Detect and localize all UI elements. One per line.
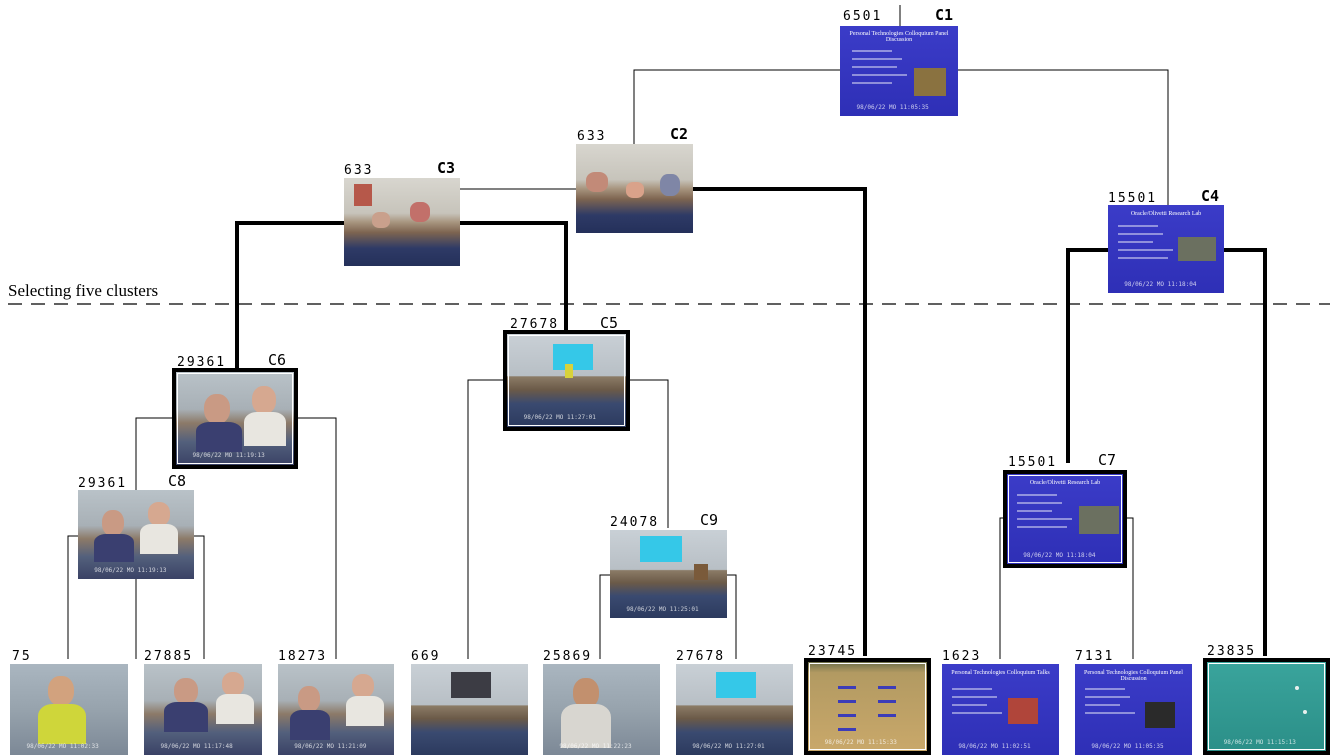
c1-slide-title: Personal Technologies Colloquium Panel D… (849, 31, 949, 43)
c9-keyframe-thumbnail[interactable]: 98/06/22 MO 11:25:01 (610, 530, 727, 618)
c2-keyframe-thumbnail[interactable] (576, 144, 693, 233)
leaf-2-frame-count: 27885 (144, 649, 194, 664)
c4-keyframe-thumbnail[interactable]: Oracle/Olivetti Research Lab 98/06/22 MO… (1108, 205, 1224, 293)
c7-frame-count: 15501 (1008, 455, 1058, 470)
leaf-3-timestamp: 98/06/22 MO 11:21:09 (294, 742, 367, 750)
leaf-9-frame-count: 7131 (1075, 649, 1115, 664)
c4-timestamp: 98/06/22 MO 11:18:04 (1124, 280, 1197, 288)
leaf-2-timestamp: 98/06/22 MO 11:17:48 (160, 742, 233, 750)
leaf-8-keyframe-thumbnail[interactable]: Personal Technologies Colloquium Talks 9… (942, 664, 1059, 755)
c6-label: C6 (268, 351, 287, 369)
leaf-10-timestamp: 98/06/22 MO 11:15:13 (1223, 738, 1296, 746)
leaf-7-timestamp: 98/06/22 MO 11:15:33 (824, 738, 897, 746)
leaf-4-keyframe-thumbnail[interactable] (411, 664, 528, 755)
leaf-6-keyframe-thumbnail[interactable]: 98/06/22 MO 11:27:01 (676, 664, 793, 755)
c8-keyframe-thumbnail[interactable]: 98/06/22 MO 11:19:13 (78, 490, 194, 579)
leaf-5-keyframe-thumbnail[interactable]: 98/06/22 MO 11:22:23 (543, 664, 660, 755)
c4-label: C4 (1201, 187, 1220, 205)
c8-timestamp: 98/06/22 MO 11:19:13 (94, 566, 167, 574)
leaf-10-frame-count: 23835 (1207, 644, 1257, 659)
leaf-1-frame-count: 75 (12, 649, 32, 664)
c1-label: C1 (935, 6, 954, 24)
leaf-1-timestamp: 98/06/22 MO 11:02:33 (26, 742, 99, 750)
leaf-7-frame-count: 23745 (808, 644, 858, 659)
c7-label: C7 (1098, 451, 1117, 469)
c4-slide-title: Oracle/Olivetti Research Lab (1130, 211, 1202, 217)
c9-frame-count: 24078 (610, 515, 660, 530)
leaf-6-frame-count: 27678 (676, 649, 726, 664)
leaf-8-frame-count: 1623 (942, 649, 982, 664)
leaf-4-frame-count: 669 (411, 649, 441, 664)
c1-frame-count: 6501 (843, 9, 883, 24)
leaf-9-slide-title: Personal Technologies Colloquium Panel D… (1084, 670, 1183, 682)
leaf-1-keyframe-thumbnail[interactable]: 98/06/22 MO 11:02:33 (10, 664, 128, 755)
c2-label: C2 (670, 125, 689, 143)
leaf-5-timestamp: 98/06/22 MO 11:22:23 (559, 742, 632, 750)
c5-frame-count: 27678 (510, 317, 560, 332)
c6-frame-count: 29361 (177, 355, 227, 370)
c5-label: C5 (600, 314, 619, 332)
c7-keyframe-thumbnail[interactable]: Oracle/Olivetti Research Lab 98/06/22 MO… (1003, 470, 1127, 568)
c3-frame-count: 633 (344, 163, 374, 178)
c3-keyframe-thumbnail[interactable] (344, 178, 460, 266)
c2-frame-count: 633 (577, 129, 607, 144)
leaf-6-timestamp: 98/06/22 MO 11:27:01 (692, 742, 765, 750)
c4-frame-count: 15501 (1108, 191, 1158, 206)
leaf-7-keyframe-thumbnail[interactable]: 98/06/22 MO 11:15:33 (804, 658, 931, 755)
c8-label: C8 (168, 472, 187, 490)
leaf-2-keyframe-thumbnail[interactable]: 98/06/22 MO 11:17:48 (144, 664, 262, 755)
c6-keyframe-thumbnail[interactable]: 98/06/22 MO 11:19:13 (172, 368, 298, 469)
c7-timestamp: 98/06/22 MO 11:18:04 (1023, 551, 1096, 559)
leaf-8-slide-title: Personal Technologies Colloquium Talks (951, 670, 1050, 676)
leaf-9-keyframe-thumbnail[interactable]: Personal Technologies Colloquium Panel D… (1075, 664, 1192, 755)
c3-label: C3 (437, 159, 456, 177)
c9-label: C9 (700, 511, 719, 529)
selection-annotation: Selecting five clusters (8, 281, 159, 300)
leaf-3-keyframe-thumbnail[interactable]: 98/06/22 MO 11:21:09 (278, 664, 394, 755)
leaf-3-frame-count: 18273 (278, 649, 328, 664)
c9-timestamp: 98/06/22 MO 11:25:01 (626, 605, 699, 613)
c1-keyframe-thumbnail[interactable]: Personal Technologies Colloquium Panel D… (840, 26, 958, 116)
c5-keyframe-thumbnail[interactable]: 98/06/22 MO 11:27:01 (503, 330, 630, 431)
c1-timestamp: 98/06/22 MO 11:05:35 (856, 103, 929, 111)
leaf-8-timestamp: 98/06/22 MO 11:02:51 (958, 742, 1031, 750)
c5-timestamp: 98/06/22 MO 11:27:01 (523, 414, 596, 422)
leaf-5-frame-count: 25869 (543, 649, 593, 664)
leaf-10-keyframe-thumbnail[interactable]: 98/06/22 MO 11:15:13 (1203, 658, 1330, 755)
leaf-9-timestamp: 98/06/22 MO 11:05:35 (1091, 742, 1164, 750)
c6-timestamp: 98/06/22 MO 11:19:13 (192, 452, 265, 460)
c7-slide-title: Oracle/Olivetti Research Lab (1029, 480, 1101, 486)
c8-frame-count: 29361 (78, 476, 128, 491)
